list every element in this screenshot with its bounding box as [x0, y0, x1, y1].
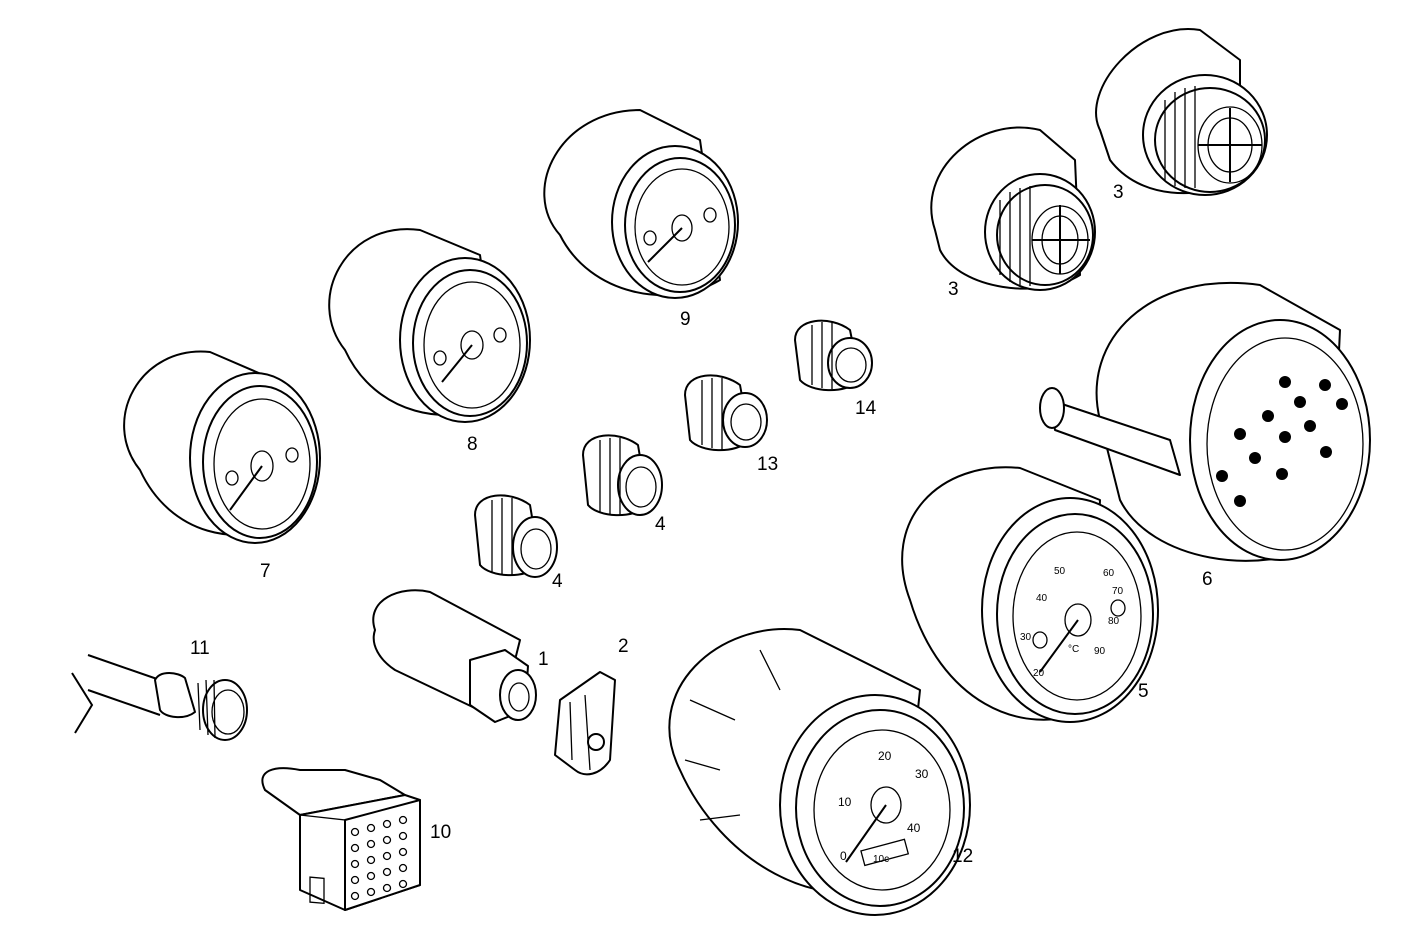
callout-13: 13 [757, 454, 778, 475]
part-10-pin-grid [350, 815, 408, 901]
connector-pin [350, 891, 360, 901]
callout-2: 2 [618, 636, 629, 657]
connector-pin [366, 839, 376, 849]
connector-pin [350, 875, 360, 885]
connector-pin [382, 867, 392, 877]
temp-label-80: 80 [1108, 616, 1120, 627]
part-10-multipin-connector [261, 767, 421, 911]
temp-unit: °C [1068, 644, 1079, 655]
connector-pin [398, 879, 408, 889]
connector-pin [398, 847, 408, 857]
callout-5: 5 [1138, 681, 1149, 702]
connector-pin [366, 871, 376, 881]
temp-label-20: 20 [1033, 668, 1045, 679]
callout-8: 8 [467, 434, 478, 455]
part-5-temp-gauge: 20 30 40 50 60 70 80 90 °C [901, 466, 1159, 723]
connector-pin [398, 815, 408, 825]
callout-3-upper: 3 [1113, 182, 1124, 203]
part-13-fitting [684, 374, 768, 452]
connector-pin [366, 887, 376, 897]
temp-label-30: 30 [1020, 632, 1032, 643]
callout-3-lower: 3 [948, 279, 959, 300]
callout-4-upper: 4 [655, 514, 666, 535]
callout-10: 10 [430, 822, 451, 843]
connector-pin [398, 831, 408, 841]
connector-pin [382, 819, 392, 829]
part-8-gauge [328, 228, 531, 423]
part-14-fitting [794, 319, 873, 392]
connector-pin [350, 843, 360, 853]
callout-6: 6 [1202, 569, 1213, 590]
connector-pin [382, 835, 392, 845]
callout-11: 11 [190, 638, 210, 659]
callout-4-lower: 4 [552, 571, 563, 592]
connector-pin [366, 823, 376, 833]
part-6-sensor [1039, 282, 1371, 562]
speedo-label-0: 0 [840, 849, 847, 863]
part-2-clip [554, 671, 616, 776]
speedo-label-40: 40 [907, 821, 921, 835]
callout-1: 1 [538, 649, 549, 670]
part-7-gauge [123, 350, 321, 544]
speedo-label-10: 10 [838, 795, 852, 809]
callout-9: 9 [680, 309, 691, 330]
part-4-upper-fitting [582, 434, 663, 517]
part-1-sender [372, 589, 537, 723]
connector-pin [382, 883, 392, 893]
temp-label-90: 90 [1094, 646, 1106, 657]
callout-7: 7 [260, 561, 271, 582]
connector-pin [350, 827, 360, 837]
part-3-upper-plug [1095, 28, 1268, 196]
speedo-label-20: 20 [878, 749, 892, 763]
temp-label-40: 40 [1036, 593, 1048, 604]
part-4-lower-fitting [474, 494, 558, 578]
speedo-unit: 10c [873, 854, 889, 865]
speedo-label-30: 30 [915, 767, 929, 781]
connector-pin [366, 855, 376, 865]
connector-pin [382, 851, 392, 861]
temp-label-50: 50 [1054, 566, 1066, 577]
callout-12: 12 [952, 846, 973, 867]
temp-label-60: 60 [1103, 568, 1115, 579]
part-11-cable-connector [71, 654, 248, 741]
part-9-gauge [543, 109, 739, 299]
callout-14: 14 [855, 398, 877, 419]
part-3-lower-plug [930, 126, 1096, 291]
part-12-speedometer: 0 10 20 30 40 10c [668, 628, 971, 916]
temp-label-70: 70 [1112, 586, 1124, 597]
connector-pin [350, 859, 360, 869]
connector-pin [398, 863, 408, 873]
